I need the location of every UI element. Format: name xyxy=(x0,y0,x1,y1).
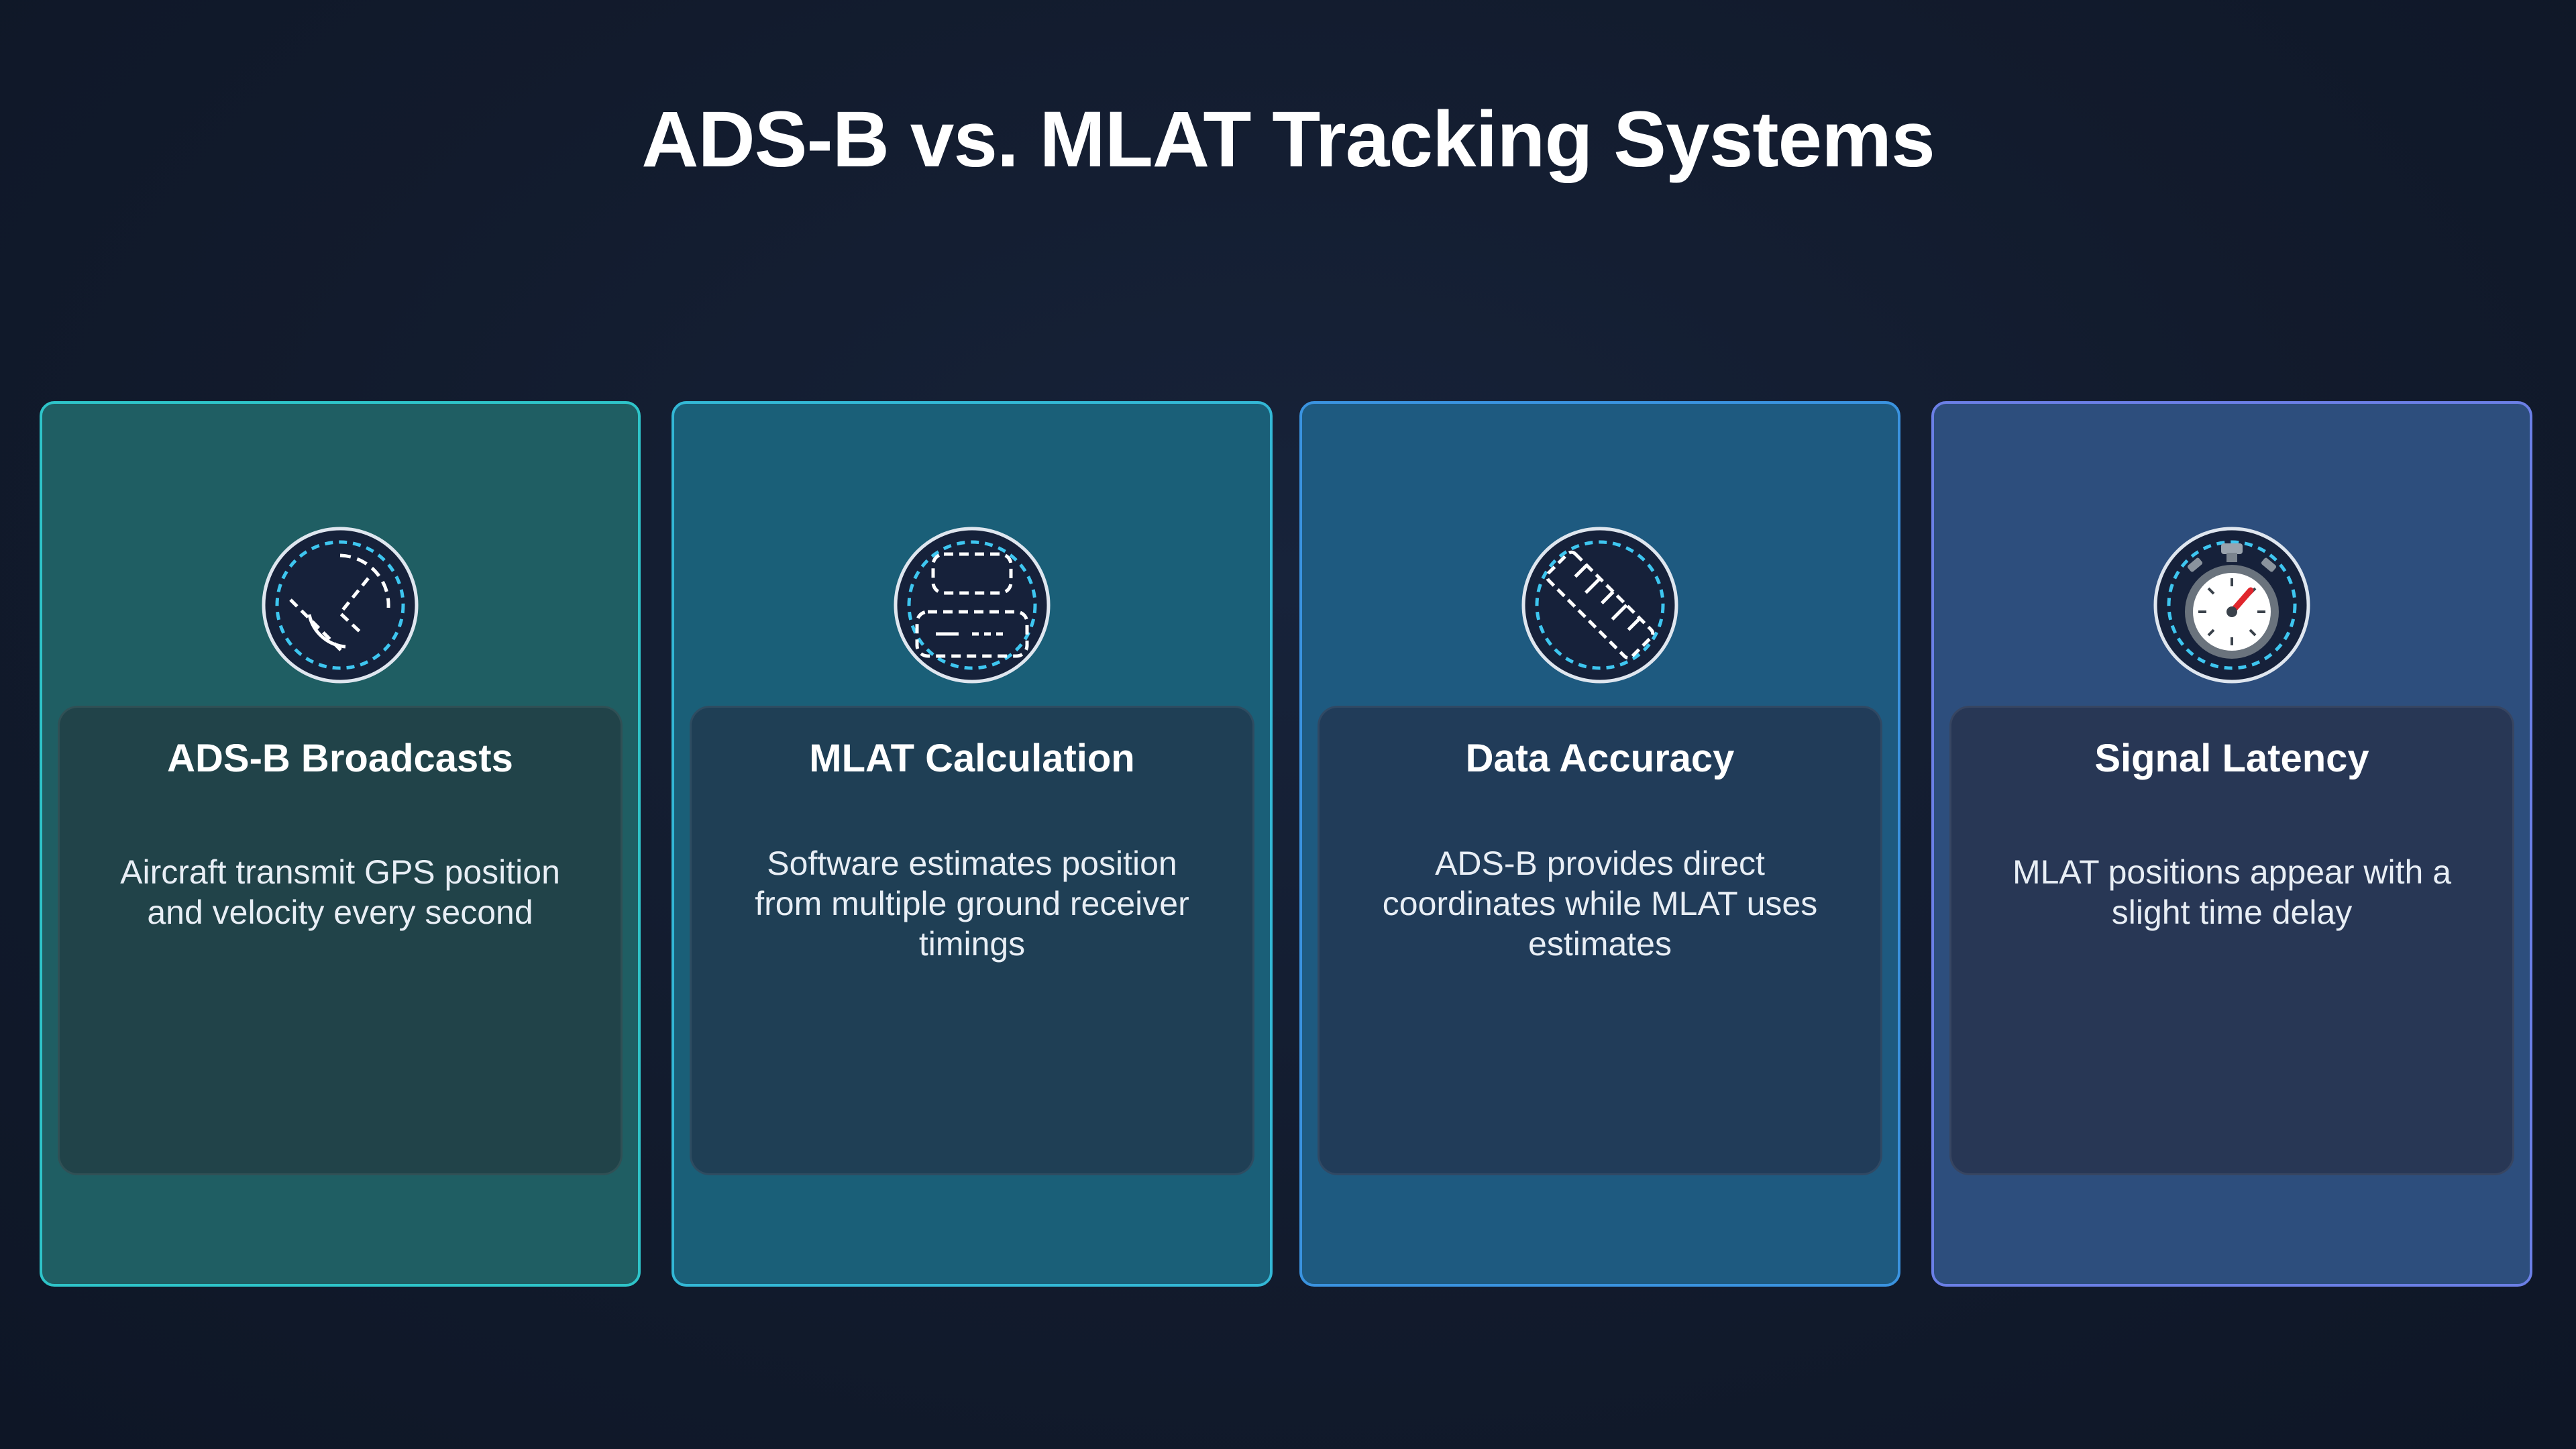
card-content-panel: MLAT Calculation Software estimates posi… xyxy=(690,706,1254,1175)
card-title: ADS-B Broadcasts xyxy=(167,737,513,780)
card-title: Signal Latency xyxy=(2094,737,2369,780)
server-stack-icon xyxy=(894,527,1051,684)
card-description: MLAT positions appear with a slight time… xyxy=(2012,853,2452,931)
card-mlat-calculation: MLAT Calculation Software estimates posi… xyxy=(672,401,1273,1287)
stopwatch-icon xyxy=(2153,527,2310,684)
card-description: Aircraft transmit GPS position and veloc… xyxy=(120,853,560,931)
card-title: MLAT Calculation xyxy=(809,737,1135,780)
card-description: ADS-B provides direct coordinates while … xyxy=(1382,845,1818,963)
page-title: ADS-B vs. MLAT Tracking Systems xyxy=(641,95,1935,184)
card-content-panel: Signal Latency MLAT positions appear wit… xyxy=(1949,706,2514,1175)
card-data-accuracy: Data Accuracy ADS-B provides direct coor… xyxy=(1299,401,1900,1287)
card-signal-latency: Signal Latency MLAT positions appear wit… xyxy=(1931,401,2532,1287)
card-title: Data Accuracy xyxy=(1465,737,1735,780)
ruler-icon xyxy=(1521,527,1678,684)
card-content-panel: ADS-B Broadcasts Aircraft transmit GPS p… xyxy=(58,706,623,1175)
card-description: Software estimates position from multipl… xyxy=(755,845,1189,963)
card-ads-b-broadcasts: ADS-B Broadcasts Aircraft transmit GPS p… xyxy=(40,401,641,1287)
radar-dish-icon xyxy=(262,527,419,684)
card-content-panel: Data Accuracy ADS-B provides direct coor… xyxy=(1318,706,1882,1175)
